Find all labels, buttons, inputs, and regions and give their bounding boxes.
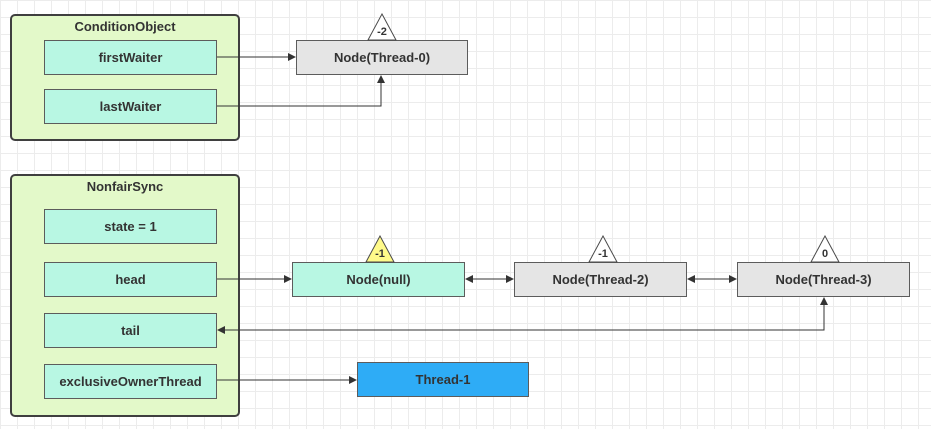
condition-node-status: -2 xyxy=(377,26,387,38)
owner-thread-1: Thread-1 xyxy=(357,362,529,397)
condition-node-status-triangle xyxy=(367,13,397,41)
null-node-status: -1 xyxy=(375,248,385,260)
thread-2-node-status: -1 xyxy=(598,248,608,260)
condition-object-title: ConditionObject xyxy=(74,19,176,34)
null-node-status-triangle xyxy=(365,235,395,263)
nonfair-sync-title: NonfairSync xyxy=(86,179,164,194)
thread-3-node-status: 0 xyxy=(821,248,829,260)
tail-field: tail xyxy=(44,313,217,348)
thread-2-node-status-triangle xyxy=(588,235,618,263)
head-field: head xyxy=(44,262,217,297)
first-waiter-field: firstWaiter xyxy=(44,40,217,75)
last-waiter-field: lastWaiter xyxy=(44,89,217,124)
exclusive-owner-thread-field: exclusiveOwnerThread xyxy=(44,364,217,399)
queue-node-thread-3: Node(Thread-3) xyxy=(737,262,910,297)
condition-node-thread-0: Node(Thread-0) xyxy=(296,40,468,75)
thread-3-node-status-triangle xyxy=(810,235,840,263)
queue-node-null: Node(null) xyxy=(292,262,465,297)
tail-arrow xyxy=(217,297,828,334)
last-waiter-arrow xyxy=(217,75,385,107)
state-field: state = 1 xyxy=(44,209,217,244)
